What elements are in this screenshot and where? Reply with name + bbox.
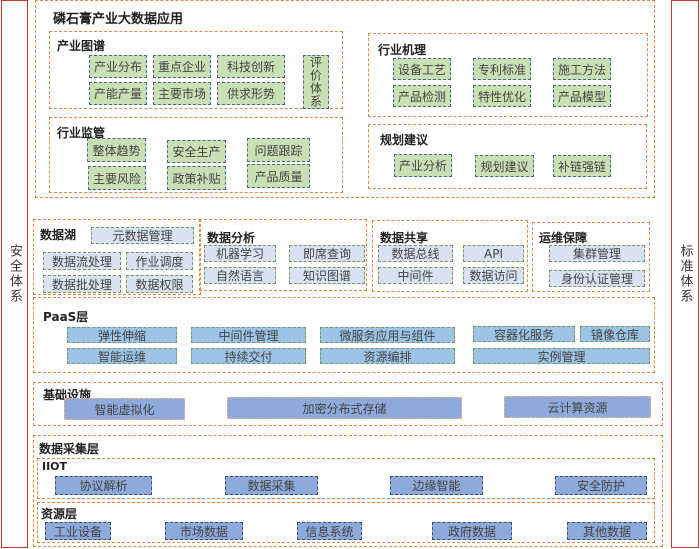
paas-item[interactable]: 资源编排 <box>320 348 455 364</box>
data-collection-title: 数据采集层 <box>39 442 100 456</box>
planning-item[interactable]: 规划建议 <box>475 155 534 177</box>
industry-mechanism-item[interactable]: 设备工艺 <box>393 58 451 80</box>
infrastructure-item[interactable]: 智能虚拟化 <box>64 398 185 420</box>
industry-mechanism-item[interactable]: 产品检测 <box>393 85 451 107</box>
paas-frame <box>33 297 655 373</box>
paas-item[interactable]: 微服务应用与组件 <box>320 327 455 343</box>
resource-layer-frame <box>37 502 655 543</box>
industry-supervision-item[interactable]: 整体趋势 <box>87 138 146 162</box>
data-lake-item[interactable]: 数据权限 <box>126 275 193 293</box>
iiot-item[interactable]: 数据采集 <box>225 476 318 495</box>
data-sharing-item[interactable]: 数据总线 <box>378 245 453 262</box>
resource-item[interactable]: 信息系统 <box>297 522 362 540</box>
data-sharing-frame <box>372 220 528 292</box>
industry-supervision-frame <box>49 117 343 193</box>
data-collection-frame <box>33 435 663 547</box>
iiot-frame <box>37 458 655 499</box>
security-system-label: 安全体系 <box>7 244 22 304</box>
industry-map-title: 产业图谱 <box>57 39 106 53</box>
infrastructure-item[interactable]: 云计算资源 <box>504 396 651 418</box>
iiot-title: IIOT <box>42 460 68 473</box>
iiot-item[interactable]: 边缘智能 <box>390 476 483 495</box>
evaluation-system-label: 评价体系 <box>308 56 323 108</box>
planning-title: 规划建议 <box>380 133 429 147</box>
industry-mechanism-title: 行业机理 <box>378 43 427 57</box>
data-sharing-item[interactable]: API <box>463 245 524 262</box>
industry-mechanism-item[interactable]: 特性优化 <box>473 85 531 107</box>
resource-item[interactable]: 政府数据 <box>432 522 512 540</box>
infrastructure-frame <box>33 382 663 426</box>
resource-item[interactable]: 市场数据 <box>165 522 243 540</box>
industry-map-item[interactable]: 重点企业 <box>153 55 211 78</box>
data-lake-title: 数据湖 <box>40 228 77 242</box>
data-sharing-item[interactable]: 中间件 <box>378 267 453 284</box>
industry-mechanism-frame <box>368 33 648 117</box>
planning-item[interactable]: 产业分析 <box>394 154 452 177</box>
data-analysis-title: 数据分析 <box>207 231 256 245</box>
infrastructure-item[interactable]: 加密分布式存储 <box>227 397 462 419</box>
ops-frame <box>532 222 650 292</box>
industry-supervision-item[interactable]: 产品质量 <box>247 164 310 188</box>
data-analysis-frame <box>199 219 367 291</box>
data-lake-item[interactable]: 数据流处理 <box>43 252 121 270</box>
industry-supervision-item[interactable]: 安全生产 <box>167 140 226 163</box>
data-lake-frame <box>33 219 201 295</box>
ops-item[interactable]: 身份认证管理 <box>549 270 645 287</box>
paas-item[interactable]: 镜像仓库 <box>580 326 650 342</box>
paas-item[interactable]: 实例管理 <box>473 348 650 364</box>
iiot-item[interactable]: 协议解析 <box>55 476 152 495</box>
industry-supervision-item[interactable]: 问题跟踪 <box>247 138 310 162</box>
paas-item[interactable]: 智能运维 <box>67 348 177 364</box>
paas-title: PaaS层 <box>43 310 89 324</box>
industry-mechanism-item[interactable]: 产品模型 <box>553 85 611 107</box>
data-sharing-title: 数据共享 <box>380 231 429 245</box>
industry-map-item[interactable]: 产能产量 <box>89 82 147 105</box>
planning-frame <box>368 124 647 189</box>
industry-mechanism-item[interactable]: 施工方法 <box>553 58 611 80</box>
industry-map-item[interactable]: 产业分布 <box>89 55 147 78</box>
planning-item[interactable]: 补链强链 <box>553 155 611 177</box>
paas-item[interactable]: 中间件管理 <box>191 327 306 343</box>
industry-mechanism-item[interactable]: 专利标准 <box>473 58 531 80</box>
data-lake-item[interactable]: 元数据管理 <box>91 227 194 244</box>
industry-map-item[interactable]: 主要市场 <box>153 82 211 105</box>
data-analysis-item[interactable]: 知识图谱 <box>289 267 365 284</box>
security-system-bar: 安全体系 <box>1 0 28 548</box>
resource-item[interactable]: 其他数据 <box>567 522 647 540</box>
data-lake-item[interactable]: 数据批处理 <box>43 275 121 293</box>
paas-item[interactable]: 弹性伸缩 <box>67 327 177 343</box>
industry-supervision-item[interactable]: 政策补贴 <box>167 166 226 190</box>
industry-map-frame <box>49 31 343 109</box>
industry-map-item[interactable]: 科技创新 <box>217 55 285 78</box>
standard-system-label: 标准体系 <box>677 244 693 304</box>
data-analysis-item[interactable]: 即席查询 <box>289 245 365 262</box>
data-sharing-item[interactable]: 数据访问 <box>463 267 524 284</box>
data-lake-item[interactable]: 作业调度 <box>126 252 193 270</box>
evaluation-system-box[interactable]: 评价体系 <box>303 55 329 109</box>
application-layer-title: 磷石膏产业大数据应用 <box>53 12 184 27</box>
resource-item[interactable]: 工业设备 <box>45 522 111 540</box>
standard-system-bar: 标准体系 <box>671 0 699 548</box>
application-layer-frame <box>35 0 655 198</box>
ops-title: 运维保障 <box>539 231 588 245</box>
data-analysis-item[interactable]: 自然语言 <box>204 267 276 284</box>
industry-supervision-item[interactable]: 主要风险 <box>88 166 146 190</box>
industry-map-item[interactable]: 供求形势 <box>217 82 285 105</box>
data-analysis-item[interactable]: 机器学习 <box>204 245 276 262</box>
paas-item[interactable]: 持续交付 <box>191 348 306 364</box>
paas-item[interactable]: 容器化服务 <box>473 326 575 342</box>
resource-layer-title: 资源层 <box>41 507 78 521</box>
ops-item[interactable]: 集群管理 <box>549 245 645 262</box>
iiot-item[interactable]: 安全防护 <box>555 476 647 495</box>
industry-supervision-title: 行业监管 <box>57 126 106 140</box>
